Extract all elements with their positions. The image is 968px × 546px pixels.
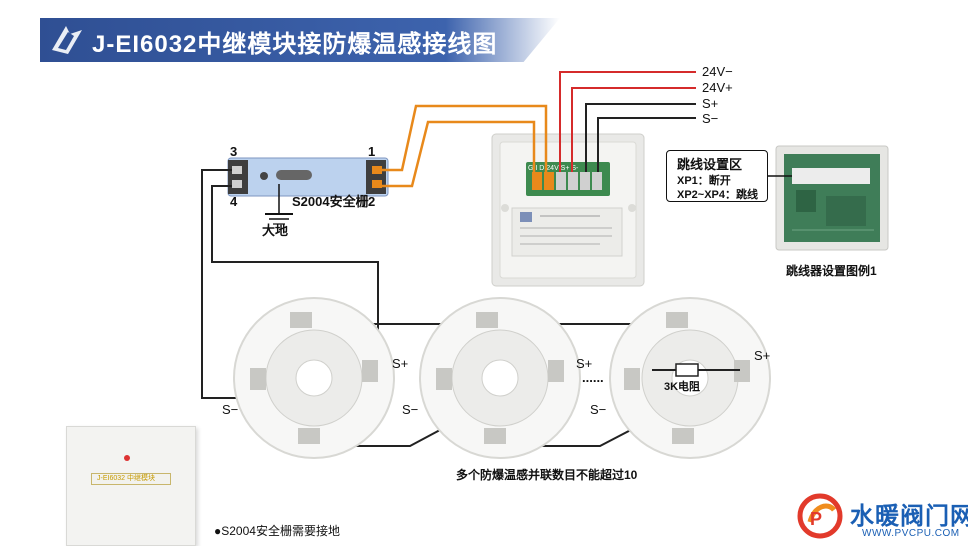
jumper-title: 跳线设置区 xyxy=(677,157,743,172)
barrier-terminal-3: 3 xyxy=(230,144,238,159)
detector-2-s-plus: S+ xyxy=(576,356,593,371)
panel-stripe xyxy=(91,473,171,485)
detector-3-s-minus: S− xyxy=(590,402,607,417)
indicator-led xyxy=(124,455,130,461)
site-logo-icon: P xyxy=(797,493,843,539)
page-title: J-EI6032中继模块接防爆温感接线图 xyxy=(92,31,498,58)
safety-barrier xyxy=(227,157,389,197)
jumper-xp2-4: XP2~XP4：跳线 xyxy=(677,189,759,201)
site-name: 水暖阀门网 xyxy=(850,503,968,530)
barrier-terminal-2: 2 xyxy=(368,194,376,209)
resistor-3k xyxy=(652,363,740,377)
detector-ellipsis: ...... xyxy=(582,370,604,385)
resistor-label: 3K电阻 xyxy=(664,381,701,393)
panel-brand-text: J-EI6032 中继模块 xyxy=(97,475,155,482)
barrier-terminal-4: 4 xyxy=(230,194,238,209)
wire-label-24v-plus: 24V+ xyxy=(702,80,733,95)
wire-label-s-minus: S− xyxy=(702,111,719,126)
jumper-board xyxy=(775,145,889,251)
jumper-xp1: XP1：断开 xyxy=(677,175,731,187)
detector-2-s-minus: S− xyxy=(402,402,419,417)
detectors-caption: 多个防爆温感并联数目不能超过10 xyxy=(456,468,638,482)
module-panel-photo: J-EI6032 中继模块 xyxy=(66,426,196,546)
jumper-caption: 跳线器设置图例1 xyxy=(786,264,877,278)
barrier-label: S2004安全栅 xyxy=(292,194,369,209)
wire-label-24v-minus: 24V− xyxy=(702,64,733,79)
ground-icon xyxy=(265,184,293,225)
jumper-callout: 跳线设置区 XP1：断开 XP2~XP4：跳线 xyxy=(666,150,768,202)
detector-base-2 xyxy=(419,297,581,459)
wire-label-s-plus: S+ xyxy=(702,96,719,111)
title-bar xyxy=(40,18,560,62)
detector-base-1 xyxy=(233,297,395,459)
module-terminal-labels: G I D 24V S+ S- xyxy=(528,165,579,172)
logo-icon xyxy=(52,26,82,54)
relay-module xyxy=(491,133,645,287)
grounding-note: ●S2004安全栅需要接地 xyxy=(214,524,340,538)
detector-1-s-minus: S− xyxy=(222,402,239,417)
ground-label: 大地 xyxy=(262,223,289,238)
detector-1-s-plus: S+ xyxy=(392,356,409,371)
detector-3-s-plus: S+ xyxy=(754,348,771,363)
barrier-terminal-1: 1 xyxy=(368,144,376,159)
site-url: WWW.PVCPU.COM xyxy=(862,528,960,539)
svg-text:P: P xyxy=(810,509,822,529)
orange-wires xyxy=(382,104,548,188)
module-output-wires xyxy=(559,71,696,172)
